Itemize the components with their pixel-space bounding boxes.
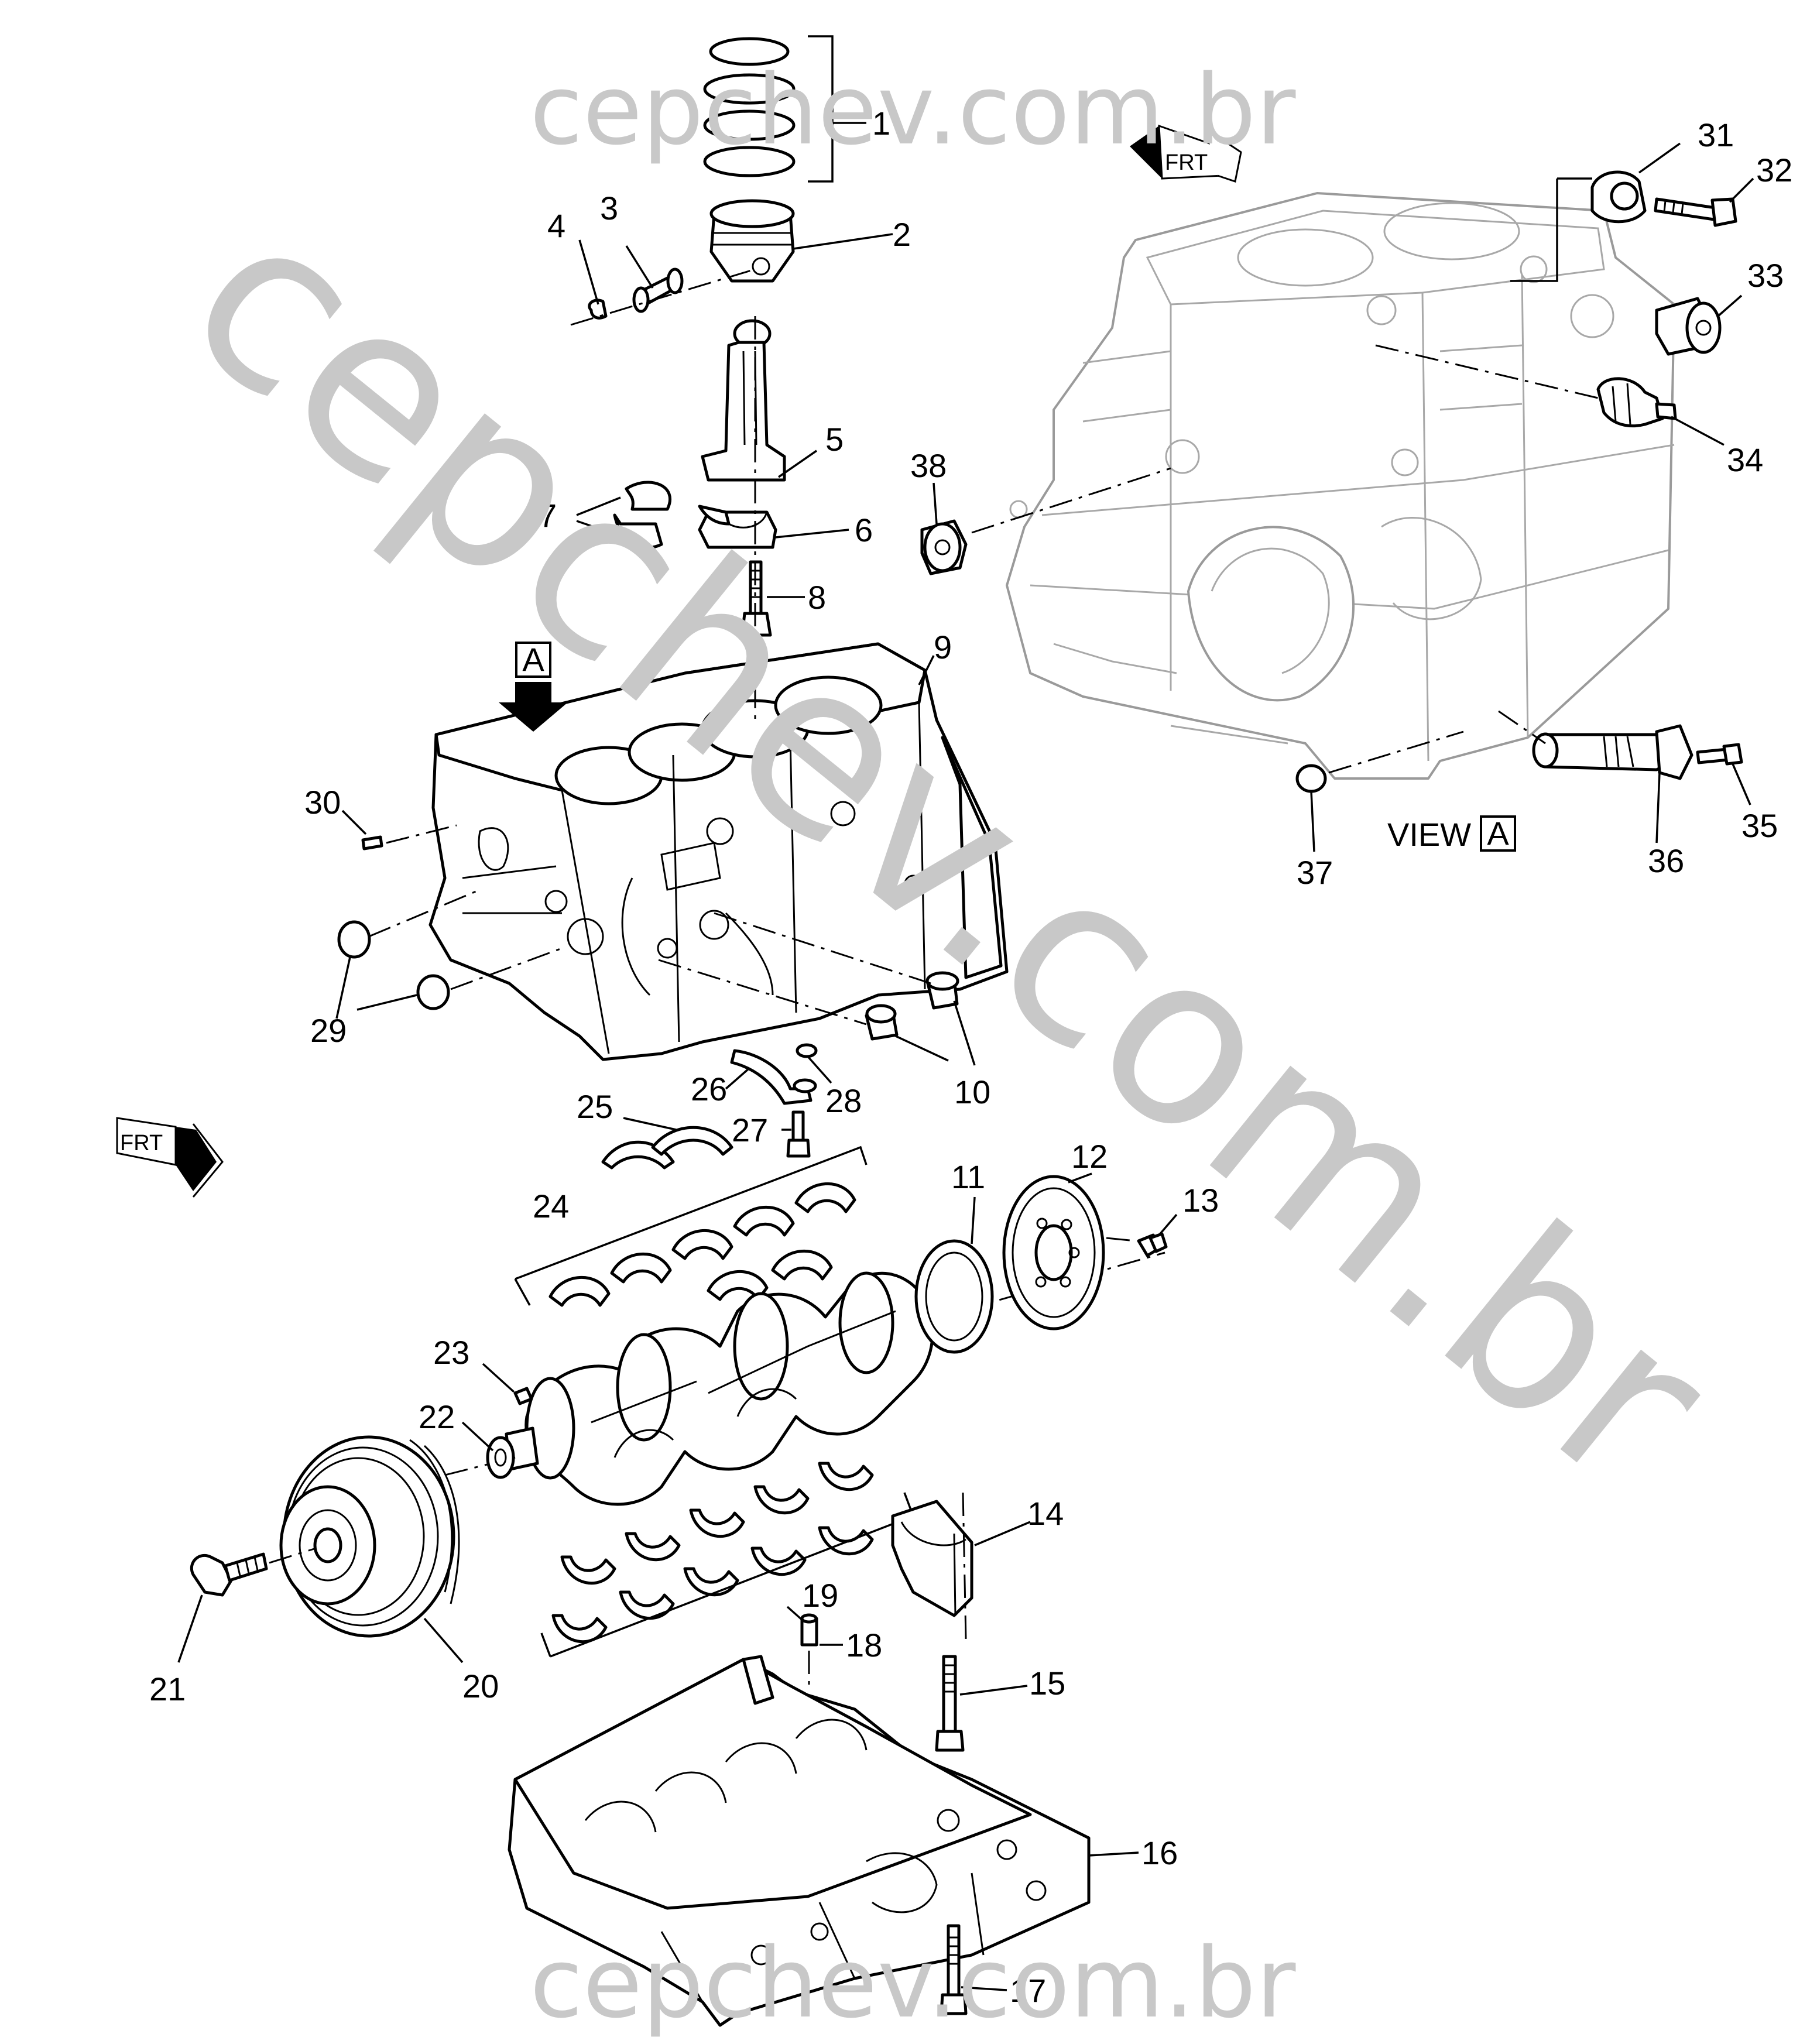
callout-label: 32 [1756,152,1792,188]
callout-label: 6 [855,512,873,548]
piston-pin [625,245,684,313]
crank-position-sensor [1498,710,1693,843]
thrust-washers [601,1117,733,1170]
callout-label: 11 [951,1158,985,1195]
callout-label: 23 [433,1334,469,1371]
callout-label: 3 [600,190,618,227]
callout-label: 30 [304,784,341,821]
callout-label: 12 [1071,1138,1108,1175]
bearing-cap-bolt [935,1655,1028,1752]
bedplate-dowel [800,1613,843,1692]
knock-sensor [1510,142,1681,282]
crankshaft-sprocket [461,1421,515,1479]
balancer-bolt [177,1547,317,1663]
piston [709,199,893,283]
front-direction-arrow-top: FRT [1130,124,1242,183]
callout-label: 1 [872,105,890,142]
callout-label: 29 [310,1012,347,1049]
view-a-engine-block [1006,192,1675,780]
callout-label: 22 [419,1398,455,1435]
callout-label: 15 [1029,1665,1065,1702]
piston-oil-nozzle [725,1049,817,1105]
callout-label: 25 [577,1088,613,1125]
callout-label: 17 [1010,1972,1046,2009]
callout-label: 38 [910,447,947,484]
arrow-marker-label: A [522,641,544,678]
callout-label: 2 [893,216,911,253]
lower-crankcase [508,1655,1139,2027]
front-direction-arrow-left: FRT [116,1117,224,1198]
view-label-letter: A [1487,815,1509,852]
crankshaft-balancer [279,1435,464,1664]
callout-label: 4 [547,207,565,244]
callout-label: 14 [1027,1495,1064,1532]
nozzle-bolt [781,1110,811,1158]
callout-label: 13 [1182,1182,1219,1219]
front-arrow-label: FRT [120,1131,163,1155]
view-a-label: VIEW A [1387,815,1516,853]
callout-label: 35 [1741,807,1778,844]
dowel-pin [341,810,457,850]
rear-main-seal [914,1196,994,1354]
callout-label: 31 [1698,116,1734,153]
connecting-rod [701,319,817,482]
callout-label: 7 [539,497,557,534]
callout-label: 16 [1141,1834,1178,1871]
oil-pressure-sensor [1375,344,1725,446]
callout-label: 26 [691,1071,727,1107]
flywheel-bolt [1106,1213,1178,1257]
knock-sensor-bolt [1654,177,1754,227]
sensor-bolt [1696,743,1751,805]
view-a-arrow-marker: A [499,641,568,732]
bedplate-bolt [940,1924,1007,2015]
callout-label: 19 [802,1577,838,1614]
callout-label: 33 [1747,257,1784,294]
piston-pin-retainer [570,239,756,326]
nozzle-seal [796,1043,832,1084]
flywheel [1002,1172,1105,1330]
connecting-rod-bearings [576,481,731,550]
callout-label: 5 [825,421,844,458]
expansion-plugs [335,889,563,1019]
callout-label: 9 [934,629,952,666]
callout-label: 37 [1297,854,1333,891]
piston-ring-set [703,35,866,183]
front-arrow-label: FRT [1165,150,1208,175]
callout-labels: 1 2 3 4 5 6 7 8 9 10 11 12 13 14 15 16 1… [149,105,1792,2009]
lower-main-bearings [540,1462,915,1658]
callout-label: 36 [1648,842,1684,879]
crankshaft-key [482,1363,533,1405]
callout-label: 20 [462,1668,499,1705]
callout-label: 10 [954,1074,990,1110]
callout-label: 8 [808,579,826,616]
cylinder-block [428,642,1009,1061]
callout-label: 28 [825,1082,862,1119]
watermark-bottom: cepchev.com.br [530,1927,1296,2039]
view-label-prefix: VIEW [1387,816,1471,853]
main-bearing-cap [891,1492,1031,1640]
callout-label: 27 [732,1112,768,1148]
view-a-core-plug [1295,731,1464,852]
callout-label: 24 [533,1188,569,1225]
watermark-top: cepchev.com.br [530,54,1296,166]
callout-label: 21 [149,1671,186,1707]
callout-label: 18 [846,1627,882,1664]
callout-label: 34 [1727,441,1763,478]
crankshaft [444,1251,1165,1506]
view-a-oil-plug [920,467,1171,575]
block-plug [1655,294,1743,356]
upper-main-bearings [514,1146,868,1307]
oil-gallery-plugs [658,912,976,1066]
